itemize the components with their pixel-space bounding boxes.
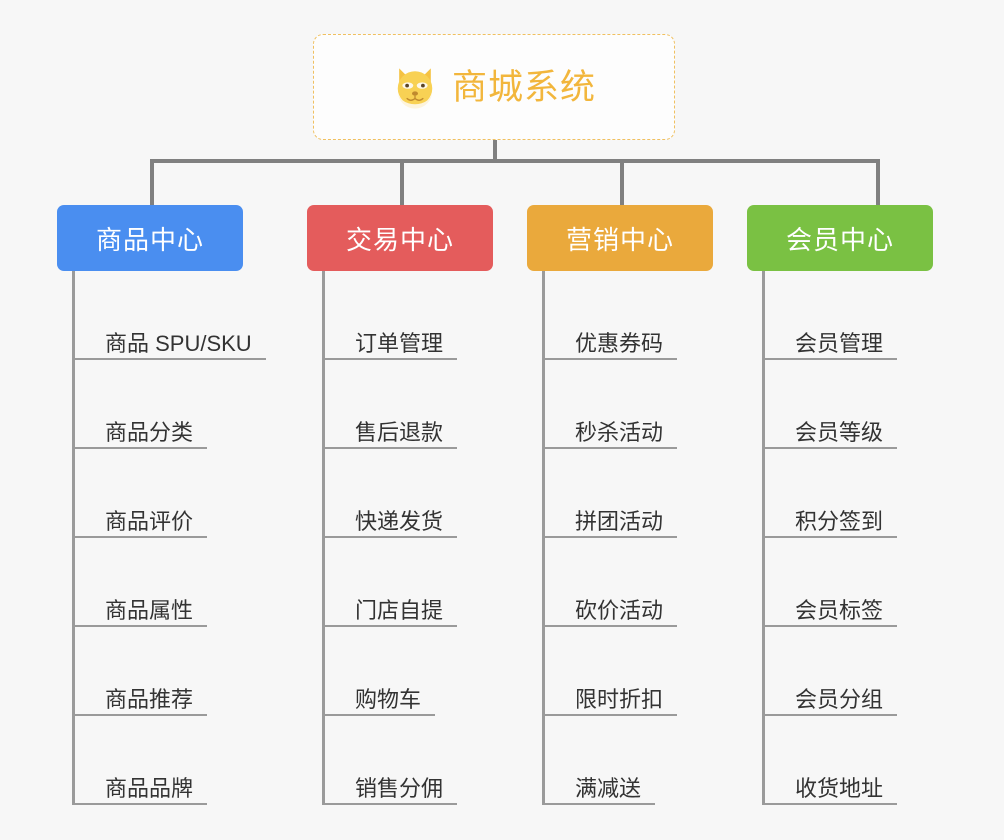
leaf-underline xyxy=(75,625,207,627)
list-item[interactable]: 商品评价 xyxy=(75,449,307,538)
leaf-underline xyxy=(765,447,897,449)
connector-drop-3 xyxy=(620,159,624,207)
connector-drop-1 xyxy=(150,159,154,207)
leaf-label: 优惠券码 xyxy=(575,330,664,356)
list-item[interactable]: 秒杀活动 xyxy=(545,360,747,449)
leaf-underline xyxy=(545,625,677,627)
leaf-label: 商品属性 xyxy=(105,597,194,623)
leaf-label: 售后退款 xyxy=(355,419,444,445)
connector-horizontal-bus xyxy=(150,159,880,163)
leaf-label: 商品品牌 xyxy=(105,775,194,801)
leaf-underline xyxy=(75,358,266,360)
leaf-underline xyxy=(545,714,677,716)
leaf-label: 会员管理 xyxy=(795,330,884,356)
category-box-marketing[interactable]: 营销中心 xyxy=(527,205,713,271)
list-item[interactable]: 购物车 xyxy=(325,627,527,716)
leaf-label: 商品推荐 xyxy=(105,686,194,712)
leaf-label: 积分签到 xyxy=(795,508,884,534)
leaf-label: 会员标签 xyxy=(795,597,884,623)
connector-drop-2 xyxy=(400,159,404,207)
branch-column-member: 会员中心 会员管理 会员等级 积分签到 会员标签 会员分组 xyxy=(747,205,967,805)
category-label: 会员中心 xyxy=(785,224,894,255)
list-item[interactable]: 限时折扣 xyxy=(545,627,747,716)
leaf-list-trade: 订单管理 售后退款 快递发货 门店自提 购物车 销售分佣 xyxy=(322,271,527,805)
dog-face-icon xyxy=(397,68,433,109)
leaf-underline xyxy=(545,447,677,449)
list-item[interactable]: 商品属性 xyxy=(75,538,307,627)
branch-column-product: 商品中心 商品 SPU/SKU 商品分类 商品评价 商品属性 商品推荐 xyxy=(57,205,307,805)
list-item[interactable]: 拼团活动 xyxy=(545,449,747,538)
leaf-label: 订单管理 xyxy=(355,330,444,356)
list-item[interactable]: 收货地址 xyxy=(765,716,967,805)
connector-drop-4 xyxy=(876,159,880,207)
category-box-product[interactable]: 商品中心 xyxy=(57,205,243,271)
root-title: 商城系统 xyxy=(451,67,596,107)
leaf-underline xyxy=(325,358,457,360)
leaf-label: 商品 SPU/SKU xyxy=(105,330,252,356)
list-item[interactable]: 积分签到 xyxy=(765,449,967,538)
leaf-list-product: 商品 SPU/SKU 商品分类 商品评价 商品属性 商品推荐 商品品牌 xyxy=(72,271,307,805)
list-item[interactable]: 销售分佣 xyxy=(325,716,527,805)
leaf-underline xyxy=(325,625,457,627)
category-box-member[interactable]: 会员中心 xyxy=(747,205,933,271)
category-label: 交易中心 xyxy=(345,224,454,255)
list-item[interactable]: 商品品牌 xyxy=(75,716,307,805)
list-item[interactable]: 砍价活动 xyxy=(545,538,747,627)
leaf-label: 商品评价 xyxy=(105,508,194,534)
list-item[interactable]: 商品分类 xyxy=(75,360,307,449)
leaf-underline xyxy=(545,803,655,805)
leaf-underline xyxy=(765,358,897,360)
leaf-label: 秒杀活动 xyxy=(575,419,664,445)
list-item[interactable]: 会员标签 xyxy=(765,538,967,627)
category-label: 营销中心 xyxy=(565,224,674,255)
leaf-underline xyxy=(325,447,457,449)
leaf-underline xyxy=(765,536,897,538)
leaf-list-marketing: 优惠券码 秒杀活动 拼团活动 砍价活动 限时折扣 满减送 xyxy=(542,271,747,805)
list-item[interactable]: 会员管理 xyxy=(765,271,967,360)
category-box-trade[interactable]: 交易中心 xyxy=(307,205,493,271)
list-item[interactable]: 优惠券码 xyxy=(545,271,747,360)
branch-column-marketing: 营销中心 优惠券码 秒杀活动 拼团活动 砍价活动 限时折扣 xyxy=(527,205,747,805)
leaf-label: 限时折扣 xyxy=(575,686,664,712)
list-item[interactable]: 商品推荐 xyxy=(75,627,307,716)
leaf-label: 会员等级 xyxy=(795,419,884,445)
leaf-underline xyxy=(545,536,677,538)
leaf-underline xyxy=(325,536,457,538)
leaf-underline xyxy=(765,625,897,627)
leaf-label: 门店自提 xyxy=(355,597,444,623)
root-node[interactable]: 商城系统 xyxy=(313,34,675,140)
leaf-label: 会员分组 xyxy=(795,686,884,712)
leaf-underline xyxy=(75,803,207,805)
leaf-underline xyxy=(325,714,435,716)
leaf-label: 商品分类 xyxy=(105,419,194,445)
leaf-label: 购物车 xyxy=(355,686,422,712)
leaf-underline xyxy=(75,536,207,538)
list-item[interactable]: 商品 SPU/SKU xyxy=(75,271,307,360)
leaf-label: 砍价活动 xyxy=(575,597,664,623)
leaf-underline xyxy=(765,803,897,805)
leaf-underline xyxy=(545,358,677,360)
connector-root-stem xyxy=(493,140,497,162)
list-item[interactable]: 会员分组 xyxy=(765,627,967,716)
leaf-label: 销售分佣 xyxy=(355,775,444,801)
leaf-label: 快递发货 xyxy=(355,508,444,534)
leaf-list-member: 会员管理 会员等级 积分签到 会员标签 会员分组 收货地址 xyxy=(762,271,967,805)
list-item[interactable]: 门店自提 xyxy=(325,538,527,627)
leaf-label: 满减送 xyxy=(575,775,642,801)
leaf-underline xyxy=(765,714,897,716)
list-item[interactable]: 订单管理 xyxy=(325,271,527,360)
leaf-underline xyxy=(75,447,207,449)
leaf-label: 拼团活动 xyxy=(575,508,664,534)
category-label: 商品中心 xyxy=(95,224,204,255)
list-item[interactable]: 会员等级 xyxy=(765,360,967,449)
list-item[interactable]: 满减送 xyxy=(545,716,747,805)
list-item[interactable]: 售后退款 xyxy=(325,360,527,449)
branch-column-trade: 交易中心 订单管理 售后退款 快递发货 门店自提 购物车 xyxy=(307,205,527,805)
leaf-underline xyxy=(75,714,207,716)
leaf-underline xyxy=(325,803,457,805)
list-item[interactable]: 快递发货 xyxy=(325,449,527,538)
leaf-label: 收货地址 xyxy=(795,775,884,801)
